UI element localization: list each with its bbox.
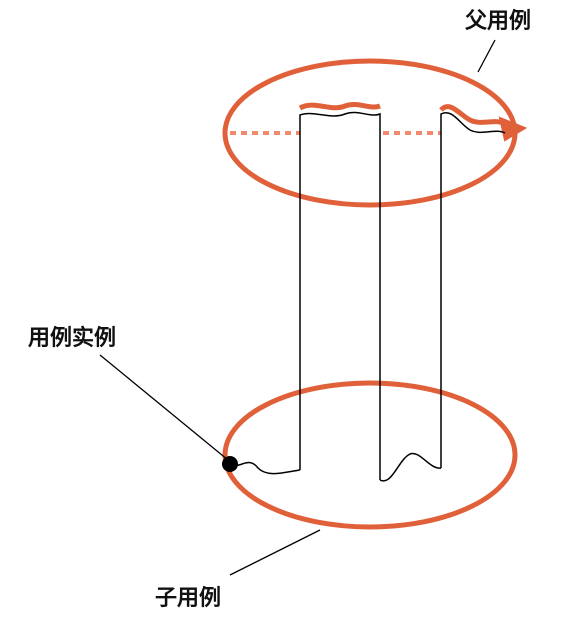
child-flow-segment-2 xyxy=(379,452,442,482)
parent-leader-line xyxy=(477,39,496,73)
parent-wave-highlight-2 xyxy=(439,104,507,127)
flow-line-a xyxy=(299,111,381,480)
child-flow-segment-1 xyxy=(229,461,301,475)
flow-line-b xyxy=(440,111,506,468)
child-use-case-ellipse xyxy=(222,380,518,530)
use-case-instance-label: 用例实例 xyxy=(28,325,116,351)
child-leader-line xyxy=(229,529,321,576)
child-use-case-label: 子用例 xyxy=(155,586,221,611)
instance-leader-line xyxy=(99,354,229,461)
parent-use-case-label: 父用例 xyxy=(465,9,531,34)
parent-flow-arrowhead xyxy=(498,116,528,142)
use-case-instance-dot xyxy=(222,456,238,472)
parent-wave-highlight-1 xyxy=(298,101,381,111)
